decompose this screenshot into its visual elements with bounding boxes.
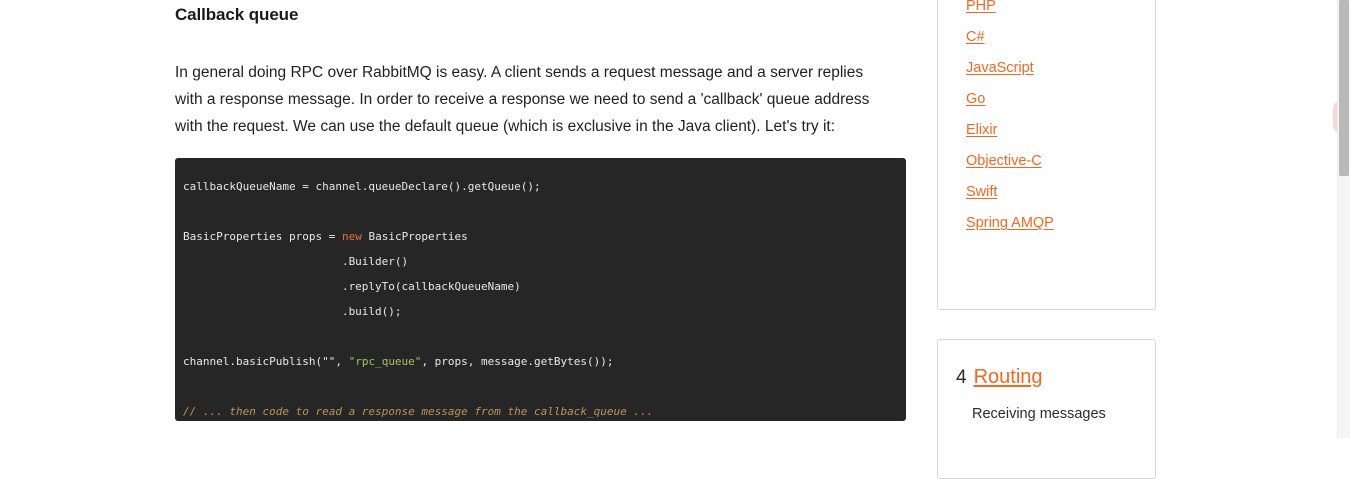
- page-scrollbar-track[interactable]: [1337, 0, 1350, 438]
- code-block[interactable]: callbackQueueName = channel.queueDeclare…: [175, 158, 906, 421]
- code-token-plain: callbackQueueName = channel.queueDeclare…: [183, 180, 541, 193]
- intro-paragraph: In general doing RPC over RabbitMQ is ea…: [175, 64, 870, 135]
- code-token-plain: .build();: [183, 305, 402, 318]
- code-token-plain: , props, message.getBytes());: [421, 355, 614, 368]
- routing-subtitle: Receiving messages: [972, 406, 1106, 422]
- code-token-plain: BasicProperties: [361, 230, 468, 243]
- code-token-kw: new: [341, 230, 362, 243]
- page-scrollbar-thumb[interactable]: [1339, 0, 1349, 176]
- code-token-plain: BasicProperties props =: [183, 230, 342, 243]
- article-content: Callback queue In general doing RPC over…: [175, 0, 906, 140]
- language-link-javascript[interactable]: JavaScript: [966, 60, 1034, 76]
- language-link-elixir[interactable]: Elixir: [966, 122, 998, 138]
- code-token-str: "rpc_queue": [348, 355, 422, 368]
- routing-card[interactable]: 4 Routing Receiving messages: [937, 339, 1156, 479]
- code-token-plain: .replyTo(callbackQueueName): [183, 280, 521, 293]
- code-token-plain: .Builder(): [183, 255, 409, 268]
- language-link-swift[interactable]: Swift: [966, 184, 998, 200]
- code-token-plain: channel.basicPublish("",: [183, 355, 349, 368]
- page-title: Callback queue: [175, 5, 299, 24]
- code-token-comment: // ... then code to read a response mess…: [183, 405, 654, 418]
- language-link-php[interactable]: PHP: [966, 0, 996, 14]
- language-list-card: JavaRubyPHPC#JavaScriptGoElixirObjective…: [937, 0, 1156, 310]
- language-link-objective-c[interactable]: Objective-C: [966, 153, 1042, 169]
- routing-link[interactable]: Routing: [973, 366, 1043, 388]
- routing-number: 4: [956, 367, 967, 388]
- language-links: JavaRubyPHPC#JavaScriptGoElixirObjective…: [966, 0, 1155, 239]
- language-link-c[interactable]: C#: [966, 29, 985, 45]
- code-snippet: callbackQueueName = channel.queueDeclare…: [175, 158, 906, 421]
- language-link-go[interactable]: Go: [966, 91, 986, 107]
- language-link-spring-amqp[interactable]: Spring AMQP: [966, 215, 1054, 231]
- routing-heading: 4 Routing: [956, 366, 1155, 389]
